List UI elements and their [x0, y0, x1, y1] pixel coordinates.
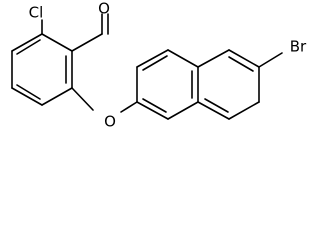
bond-naph-a2-inner: [142, 55, 168, 71]
naphthalene-right-ring: [197, 49, 260, 120]
bond-naph-a3: [167, 49, 199, 68]
bond-naph-b2: [228, 49, 260, 68]
molecule-svg: Cl O O: [11, 0, 307, 131]
bond-ring-a4: [11, 87, 43, 106]
bond-naph-a2: [136, 49, 169, 68]
aldehyde-oxygen-label: O: [98, 0, 110, 18]
bond-ether-right: [120, 101, 138, 113]
bond-ring-a4-inner: [16, 84, 41, 100]
bond-ring-a6: [11, 33, 43, 52]
chlorine-label: Cl: [29, 4, 44, 22]
bond-naph-a5: [167, 101, 199, 120]
naphthalene-left-ring: [136, 49, 199, 120]
bond-cho-1: [71, 33, 103, 52]
bond-ring-a3: [41, 87, 73, 106]
bond-naph-b5: [197, 101, 230, 120]
bond-naph-b4: [228, 101, 260, 120]
bond-ring-a6-inner: [16, 39, 41, 55]
bond-naph-b1-inner: [228, 56, 254, 72]
bond-naph-a6-inner: [142, 98, 167, 113]
bond-naph-b1: [197, 49, 230, 68]
bond-naph-b4-inner: [204, 98, 229, 113]
bond-ring-a1: [41, 33, 73, 52]
bond-naph-a6: [136, 101, 169, 120]
benzaldehyde-ring: [11, 33, 73, 106]
chemical-structure-diagram: Cl O O: [11, 0, 308, 131]
bond-br: [258, 52, 283, 68]
bromine-label: Br: [290, 38, 307, 56]
bond-ether-left: [71, 87, 94, 111]
ether-oxygen-label: O: [104, 113, 116, 131]
